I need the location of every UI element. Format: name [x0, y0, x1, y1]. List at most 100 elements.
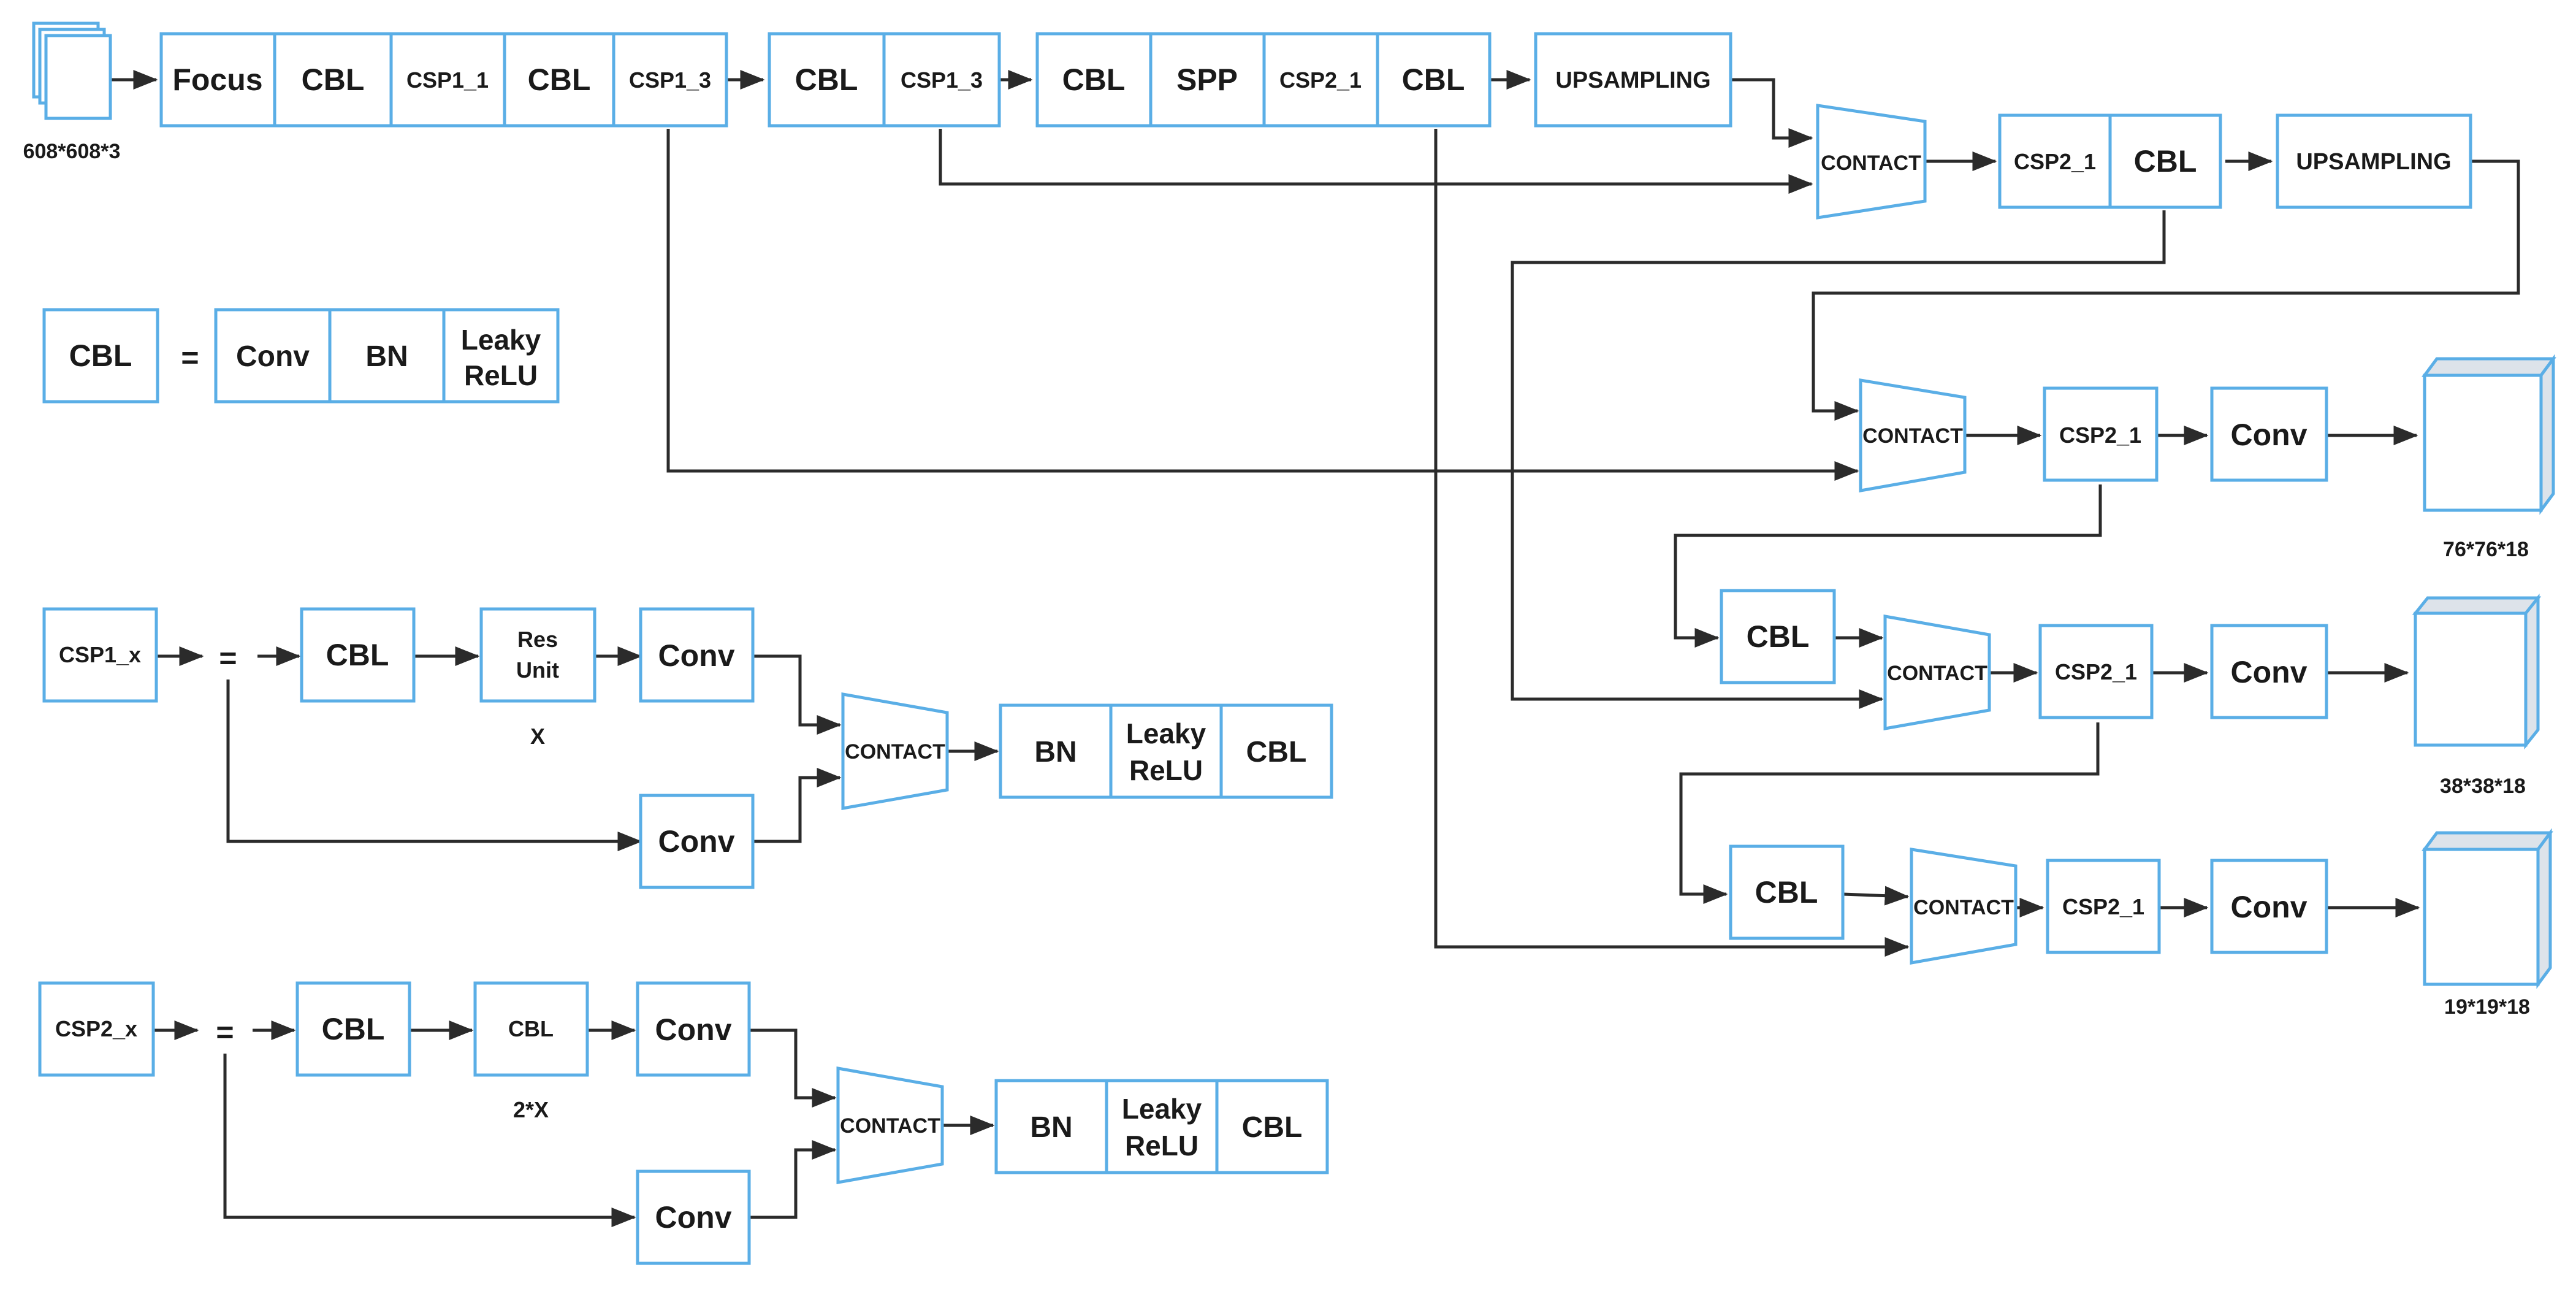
neck-conv-2-label: Conv [2231, 655, 2307, 689]
contact-4-label: CONTACT [1913, 896, 2014, 919]
csp1-def-conv-top [639, 607, 755, 703]
cbl-def-leaky-line1: Leaky [461, 324, 541, 356]
neck-csp2-1-d [2046, 859, 2161, 954]
input-image-stack [32, 21, 112, 120]
cbl-def-conv-label: Conv [236, 340, 310, 373]
contact-2-label: CONTACT [1862, 424, 1963, 448]
contact-4 [1910, 848, 2018, 965]
backbone-cbl-5 [1376, 32, 1492, 128]
neck-csp2-1-b-label: CSP2_1 [2059, 423, 2141, 448]
focus-box [159, 32, 276, 128]
contact-3-label: CONTACT [1887, 662, 1987, 685]
cbl-def-name [42, 308, 159, 404]
csp2-def-contact-label: CONTACT [840, 1114, 940, 1138]
spp-label: SPP [1176, 63, 1238, 97]
output-19-cube [2422, 828, 2553, 989]
csp2-def-cbl-end-label: CBL [1242, 1111, 1303, 1144]
csp1-def-resunit [479, 607, 596, 703]
cbl-def-bn [328, 308, 446, 404]
backbone-cbl-1-label: CBL [302, 63, 365, 97]
csp1-def-resunit-line1: Res [517, 627, 558, 652]
contact-3 [1883, 614, 1991, 730]
csp2-def-name-label: CSP2_x [55, 1016, 137, 1041]
cbl-def-bn-label: BN [365, 340, 408, 373]
cbl-def-leaky [442, 308, 560, 404]
cbl-def-conv [214, 308, 332, 404]
neck-cbl-c [1729, 844, 1845, 940]
csp2-definition: CSP2_x = CBL CBL 2*X Conv Conv CONTACT B… [38, 981, 1329, 1265]
csp1-def-bn [999, 703, 1113, 799]
csp2-def-cbl-inner-label: CBL [508, 1016, 554, 1041]
csp1-def-count: X [530, 724, 545, 749]
csp1-def-conv-bottom [639, 794, 755, 889]
csp1-def-name-label: CSP1_x [59, 642, 141, 667]
neck-cbl-b [1720, 589, 1836, 684]
backbone-csp1-1-label: CSP1_1 [406, 67, 489, 93]
neck-conv-3-label: Conv [2231, 890, 2307, 924]
neck-csp2-1-a [1998, 113, 2112, 209]
csp1-def-cbl [300, 607, 416, 703]
neck-conv-1-label: Conv [2231, 418, 2307, 452]
csp2-def-cbl-end [1215, 1079, 1329, 1174]
neck-csp2-1-c [2038, 624, 2154, 719]
backbone-csp1-1 [389, 32, 506, 128]
csp2-def-conv-bottom [636, 1170, 751, 1265]
csp1-def-resunit-line2: Unit [516, 657, 559, 683]
upsampling-1-label: UPSAMPLING [1555, 67, 1710, 93]
csp2-def-conv-top [636, 981, 751, 1077]
csp2-def-leaky-line1: Leaky [1122, 1093, 1202, 1125]
output-38-label: 38*38*18 [2440, 775, 2526, 798]
backbone-csp2-1 [1262, 32, 1379, 128]
csp2-def-bn-label: BN [1030, 1111, 1072, 1144]
neck-csp2-1-d-label: CSP2_1 [2062, 894, 2144, 919]
backbone-cbl-5-label: CBL [1402, 63, 1465, 97]
cbl-def-leaky-line2: ReLU [464, 359, 538, 391]
csp2-def-cbl-inner [473, 981, 589, 1077]
backbone-cbl-2-label: CBL [528, 63, 591, 97]
csp2-def-cbl [295, 981, 411, 1077]
backbone-csp1-3-a [612, 32, 728, 128]
neck-cbl-c-label: CBL [1755, 875, 1818, 909]
contact-1-label: CONTACT [1821, 151, 1921, 175]
cbl-def-name-label: CBL [69, 339, 132, 373]
csp2-def-conv-bottom-label: Conv [655, 1200, 732, 1235]
csp2-def-leaky [1105, 1079, 1219, 1174]
csp2-def-equals: = [216, 1015, 234, 1049]
upsampling-2-box [2276, 113, 2472, 209]
csp1-def-conv-bottom-label: Conv [658, 824, 735, 859]
neck-csp2-1-a-label: CSP2_1 [2014, 149, 2096, 174]
backbone-cbl-3-label: CBL [795, 63, 858, 97]
csp2-def-cbl-label: CBL [322, 1012, 385, 1046]
neck-csp2-1-c-label: CSP2_1 [2055, 659, 2137, 684]
backbone-row: Focus CBL CSP1_1 CBL CSP1_3 CBL CSP1_3 C… [159, 32, 1732, 128]
csp1-def-cbl-end [1219, 703, 1333, 799]
backbone-csp2-1-label: CSP2_1 [1279, 67, 1362, 93]
cbl-definition: CBL = Conv BN Leaky ReLU [42, 308, 560, 404]
csp1-definition: CSP1_x = CBL Res Unit X Conv Conv CONTAC… [42, 607, 1333, 889]
neck-conv-2 [2210, 624, 2328, 719]
csp1-def-name [42, 607, 158, 703]
backbone-cbl-1 [273, 32, 393, 128]
csp1-def-cbl-label: CBL [326, 638, 389, 672]
csp2-def-count: 2*X [513, 1097, 549, 1122]
upsampling-1-box [1534, 32, 1732, 128]
connectors [110, 70, 2520, 1227]
cbl-def-equals: = [181, 340, 199, 375]
backbone-cbl-4 [1035, 32, 1153, 128]
neck-csp2-1-b [2043, 386, 2159, 482]
output-76-label: 76*76*18 [2443, 538, 2529, 561]
csp1-def-leaky [1109, 703, 1223, 799]
output-76-cube [2422, 354, 2556, 515]
backbone-csp1-3-b-label: CSP1_3 [901, 67, 983, 93]
csp2-def-conv-top-label: Conv [655, 1013, 732, 1047]
csp2-def-leaky-line2: ReLU [1125, 1130, 1198, 1162]
contact-2 [1859, 378, 1967, 492]
neck-cbl-b-label: CBL [1747, 619, 1810, 654]
csp1-def-leaky-line1: Leaky [1126, 718, 1206, 749]
neck-cbl-a-label: CBL [2134, 144, 2197, 178]
backbone-cbl-4-label: CBL [1062, 63, 1126, 97]
neck: CONTACT CSP2_1 CBL UPSAMPLING CONTACT CS… [1720, 104, 2472, 965]
input-size-label: 608*608*3 [23, 140, 121, 163]
csp1-def-cbl-end-label: CBL [1246, 736, 1307, 768]
